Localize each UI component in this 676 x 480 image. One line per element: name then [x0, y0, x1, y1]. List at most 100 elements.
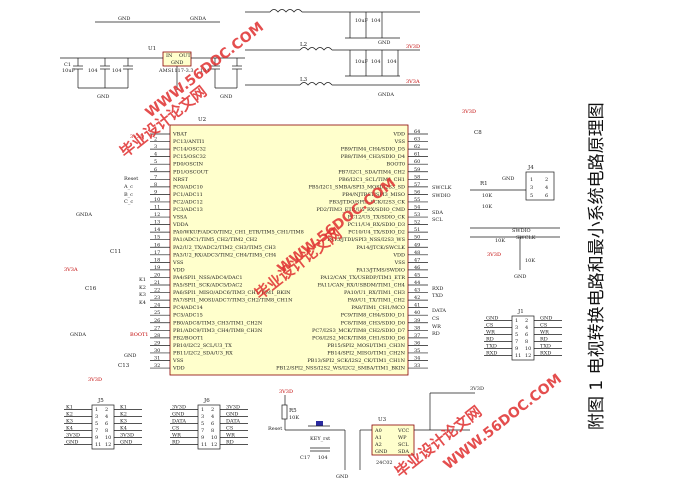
power-supply-section: GND GNDA IN OUT GND U1 AMS1117-3.3 C1 10… — [60, 9, 420, 100]
net-3v3d-bottom: 3V3D — [88, 377, 102, 383]
net-k4: K4 — [139, 300, 146, 306]
mcu-pin-num: 56 — [414, 189, 420, 195]
header-pin: 3 — [95, 414, 98, 420]
header-pin: 11 — [95, 442, 101, 448]
mcu-pin-name: VDD — [392, 252, 405, 258]
gnd-out: GND — [220, 94, 232, 100]
mcu-pin-name: PC2/ADC12 — [173, 199, 203, 205]
mcu-pin-num: 61 — [414, 152, 420, 158]
header-net-right: WR — [540, 330, 549, 336]
gnd-filt-1: GND — [378, 40, 390, 46]
r5-val: 10K — [289, 415, 299, 421]
mcu-pin-name: VSS — [394, 139, 406, 145]
mcu-pin-name: PA10/U1_RX/TIM1_CH3 — [344, 290, 405, 296]
mcu-pin-num: 13 — [154, 220, 160, 226]
mcu-pin-name: PB10/I2C2_SCL/U3_TX — [173, 343, 232, 349]
header-pin: 1 — [515, 318, 518, 324]
mcu-pin-name: PA13/JTMS/SWDIO — [356, 267, 405, 273]
reset-net: Reset — [268, 426, 282, 432]
mcu-pin-name: PC13/ANTI1 — [173, 139, 205, 145]
mcu-pin-name: PB5/I2C1_SMBA/SPI3_MOSI/I2S3_SD — [308, 184, 405, 190]
header-pin: 9 — [201, 435, 204, 441]
header-pin: 10 — [105, 435, 111, 441]
mcu-pin-name: PA2/U2_TX/ADC2/TIM2_CH3/TIM5_CH3 — [173, 245, 276, 251]
header-pin: 7 — [201, 428, 204, 434]
mcu-body — [169, 124, 409, 376]
net-b-c: B_c — [124, 192, 133, 198]
mcu-pin-name: PA4/SPI1_NSS/ADC4/DAC1 — [173, 275, 243, 281]
mcu-pin-name: VBAT — [172, 132, 188, 138]
mcu-pin-name: PC0/ADC10 — [173, 184, 203, 190]
mcu-pin-name: PC1/ADC11 — [173, 192, 203, 198]
header-net-left: CS — [486, 323, 494, 329]
header-net-right: K2 — [120, 412, 127, 418]
reset-vdd: 3V3D — [279, 389, 293, 395]
header-pin: 5 — [201, 421, 204, 427]
net-k2: K2 — [139, 285, 146, 291]
mcu-pin-name: PC15/OSC32 — [173, 154, 206, 160]
mcu-pin-num: 54 — [414, 205, 420, 211]
gnda-filt: GNDA — [378, 92, 394, 98]
reg-in: IN — [166, 53, 173, 59]
cap-c3-val: 104 — [112, 68, 122, 74]
mcu-pin-num: 35 — [414, 348, 420, 354]
mcu-pin-num: 21 — [154, 280, 160, 286]
net-a-c: A_c — [123, 184, 133, 190]
mcu-pin-num: 59 — [414, 167, 420, 173]
u3-scl: SCL — [398, 442, 409, 448]
mcu-pin-name: VSS — [172, 358, 184, 364]
mcu-pin-name: PC6/I2S2_MCK/TIM8_CH1/SDIO_D6 — [312, 335, 405, 341]
u3-ref: U3 — [378, 417, 387, 423]
reset-key-icon[interactable] — [316, 421, 323, 426]
mcu-pin-name: PB1/ADC9/TIM3_CH4/TIM8_CH3N — [173, 328, 263, 334]
mcu-pin-name: PB14/SPI2_MISO/TIM1_CH2N — [327, 350, 405, 356]
net-gnda-top: GNDA — [190, 16, 206, 22]
r5-ref: R5 — [289, 408, 297, 414]
mcu-pin-num: 43 — [414, 288, 420, 294]
mcu-pin-num: 33 — [414, 363, 420, 369]
mcu-pin-name: PD0/OSCIN — [173, 162, 204, 168]
mcu-pin-name: VSS — [394, 260, 406, 266]
mcu-pin-num: 5 — [154, 159, 157, 165]
header-net-left: K4 — [66, 426, 73, 432]
net-gnda-bottom: GNDA — [70, 332, 86, 338]
mcu-pin-name: PB15/SPI2_MOSI/TIM1_CH3N — [327, 343, 405, 349]
cap-mid-3: 104 — [387, 59, 397, 65]
header-net-right: RD — [540, 337, 548, 343]
mcu-pin-name: PC5/ADC15 — [173, 313, 203, 319]
mcu-pin-num: 12 — [154, 212, 160, 218]
net-reset: Reset — [124, 176, 138, 182]
header-pin: 1 — [201, 407, 204, 413]
mcu-pin-num: 53 — [414, 212, 420, 218]
header-net-left: GND — [172, 412, 184, 418]
mcu-pin-name: VDD — [392, 132, 405, 138]
mcu-pin-name: PB3/JTDO/SPI3_SCK/I2S3_CK — [329, 199, 405, 205]
header-pin: 12 — [525, 353, 531, 359]
reg-gnd: GND — [171, 60, 183, 66]
net-vdd-right: 3V3D — [462, 109, 476, 115]
header-net-right: K4 — [120, 426, 127, 432]
mcu-pin-name: PB6/I2C1_SCL/TIM4_CH1 — [339, 177, 405, 183]
mcu-pin-num: 14 — [154, 227, 160, 233]
header-net-left: GND — [66, 440, 78, 446]
header-pin: 4 — [525, 325, 528, 331]
reg-part: AMS1117-3.3 — [158, 68, 194, 74]
header-pin: 5 — [95, 421, 98, 427]
figure-caption: 附图 1 电视转换电路和最小系统电路原理图 — [587, 102, 607, 430]
header-net-right: TXD — [540, 344, 551, 350]
net-3v3a-left: 3V3A — [64, 267, 78, 273]
mcu-pin-num: 18 — [154, 257, 160, 263]
header-pin: 4 — [105, 414, 108, 420]
header-pin: 11 — [515, 353, 521, 359]
header-pin: 8 — [105, 428, 108, 434]
net-3v3d-mid: 3V3D — [487, 252, 501, 258]
mcu-pin-num: 2 — [154, 137, 157, 143]
output-caps: GND 104 — [200, 58, 242, 100]
c17-val: 104 — [318, 455, 328, 461]
mcu-pin-num: 7 — [154, 174, 157, 180]
header-pin: 6 — [525, 332, 528, 338]
net-txd: TXD — [432, 293, 443, 299]
mcu-pin-num: 37 — [414, 333, 420, 339]
mcu-pin-num: 47 — [414, 257, 420, 263]
